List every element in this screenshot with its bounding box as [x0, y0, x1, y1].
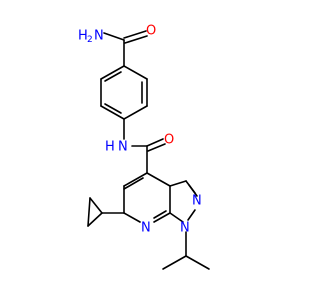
amide-linker [123, 118, 166, 174]
atom-carbonyl-o: O [164, 133, 174, 148]
structure-svg: O H 2 N H N O N N N [78, 24, 210, 270]
cyclopropyl [87, 197, 125, 227]
ring-bond-1 [123, 65, 148, 80]
pz-bond-4 [169, 212, 184, 223]
ring-bond-6-inner [104, 71, 122, 82]
isopropyl [162, 231, 210, 270]
pz-bond-2-inner [188, 184, 198, 197]
core-bond-6 [146, 172, 171, 187]
atom-pyridine-n: N [141, 221, 151, 236]
bond-c-o-b [147, 143, 166, 152]
bond-c-o-a [146, 138, 164, 147]
ip-bond-3 [185, 255, 210, 270]
core-bond-4 [153, 212, 171, 223]
core-bond-4-inner [153, 210, 167, 219]
atom-pyrazole-n2: N [192, 194, 202, 209]
cp-bond-2 [87, 197, 91, 227]
atom-nh-h: H [105, 140, 115, 155]
atom-o-top: O [146, 24, 156, 39]
benzene-ring [100, 65, 148, 120]
molecule-diagram: O H 2 N H N O N N N [78, 24, 210, 270]
pz-bond-1 [169, 180, 187, 187]
bond-c-o-2 [124, 35, 148, 44]
ring-bond-3 [123, 105, 148, 120]
atom-nh-n: N [118, 140, 128, 155]
atom-nh2-n: N [94, 29, 104, 44]
bond-c-n [103, 32, 125, 41]
cp-bond-3 [87, 212, 103, 227]
primary-amide [103, 30, 148, 67]
core-bond-1 [123, 172, 148, 187]
bond-c-o-1 [123, 30, 147, 39]
pyrazolopyridine-core [123, 172, 198, 223]
atom-nh2-h: H [78, 29, 88, 44]
ring-bond-6 [100, 65, 125, 80]
atom-pyrazole-n1: N [180, 221, 190, 236]
ring-bond-4-inner [104, 103, 122, 114]
core-bond-1-inner [123, 177, 144, 190]
cp-bond-1 [89, 197, 103, 214]
pz-bond-3 [187, 209, 196, 221]
ip-bond-2 [162, 255, 187, 270]
atom-nh2-sub: 2 [87, 35, 93, 45]
core-bond-3 [123, 212, 141, 223]
ring-bond-4 [100, 105, 125, 120]
